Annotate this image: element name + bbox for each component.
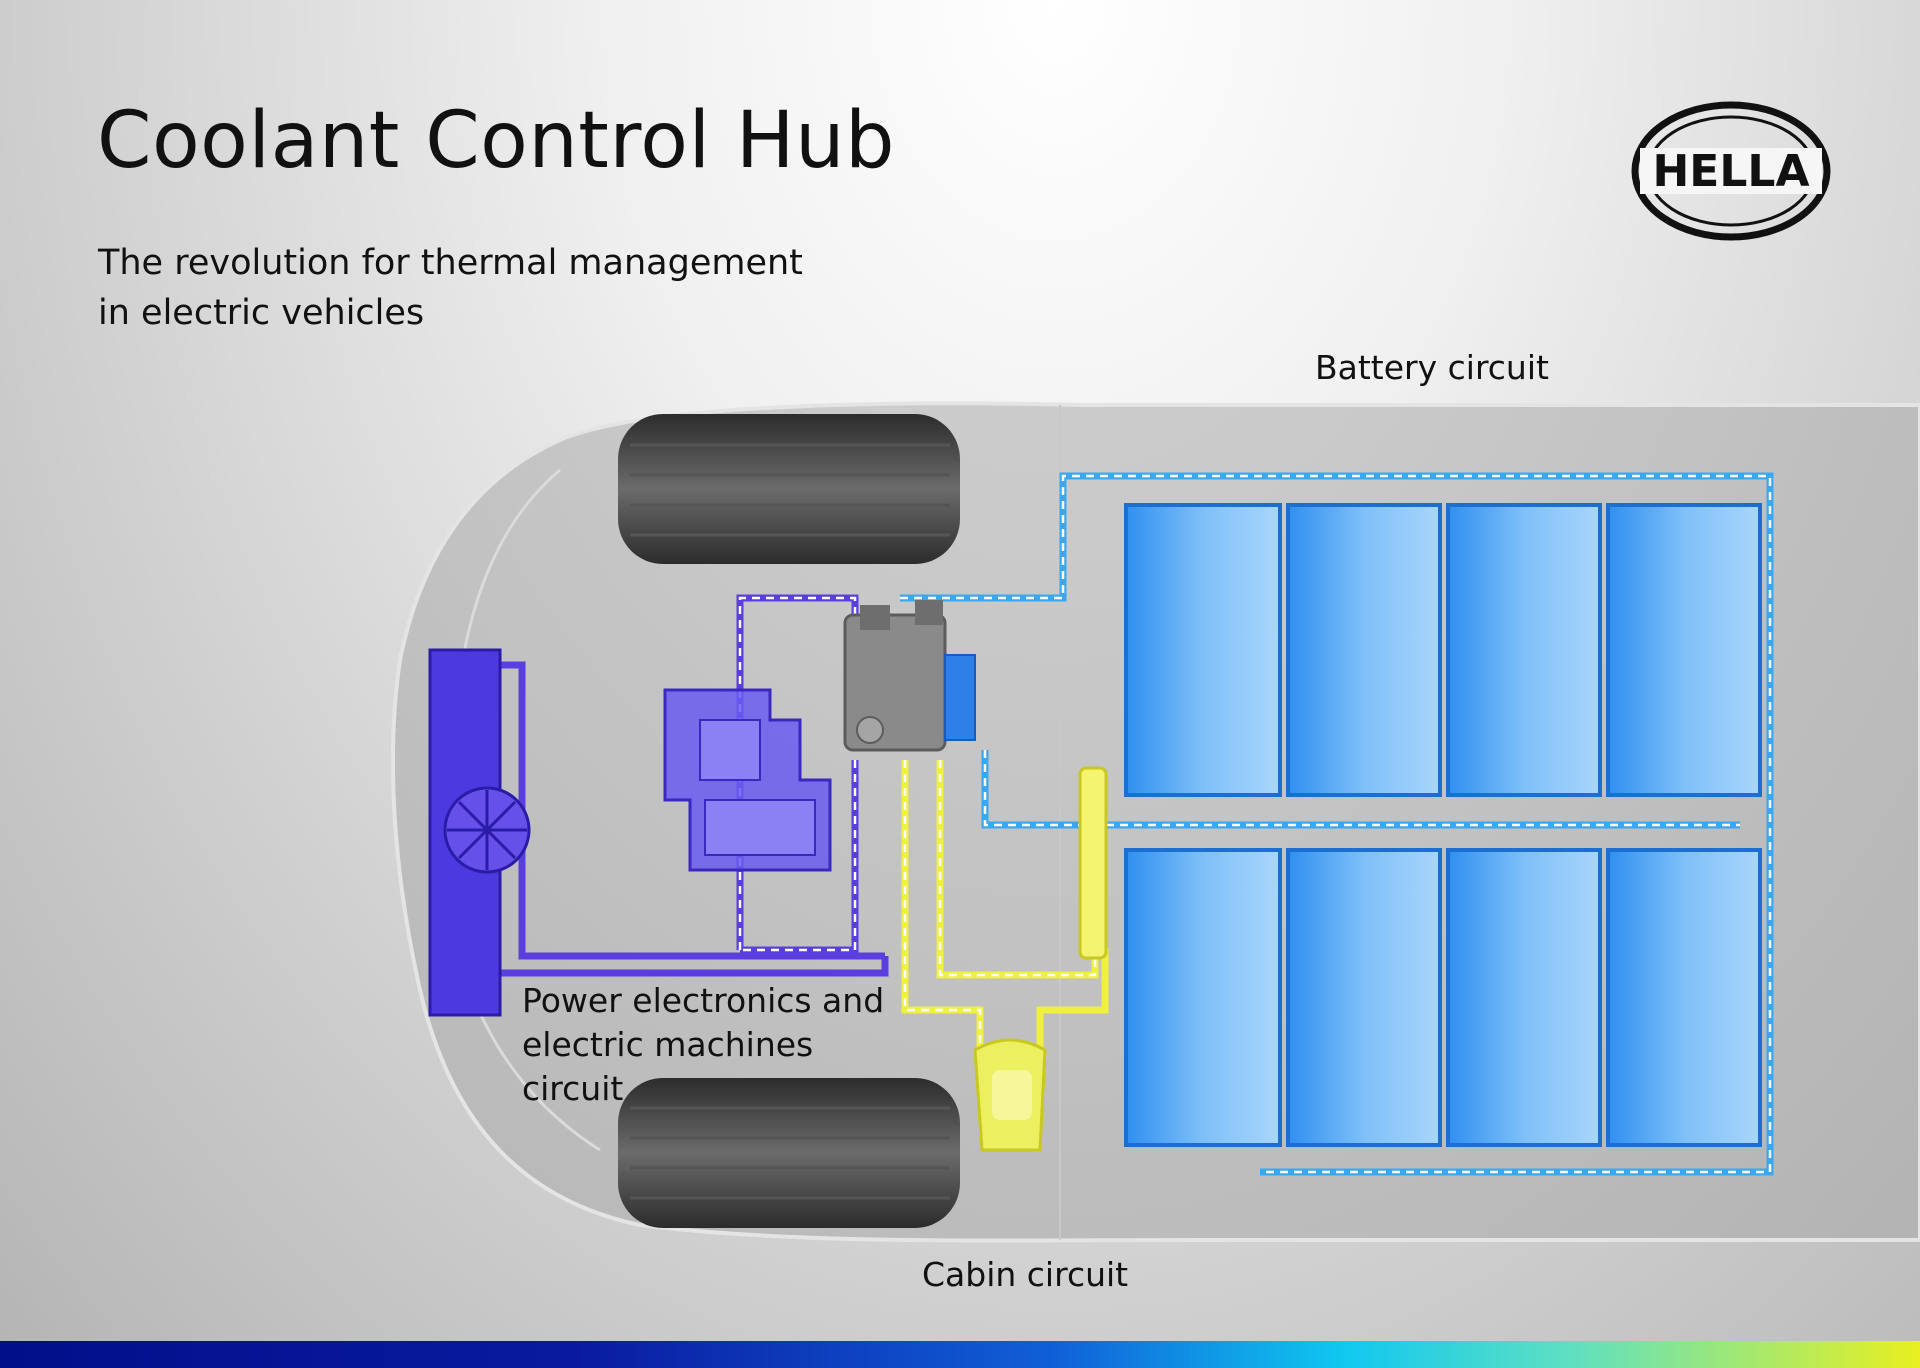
radiator xyxy=(428,648,531,1017)
power-label-line-1: Power electronics and xyxy=(522,981,885,1020)
page-title: Coolant Control Hub xyxy=(97,96,896,186)
subtitle-line-2: in electric vehicles xyxy=(98,293,425,333)
cabin-reservoir xyxy=(973,1038,1047,1152)
hella-logo: HELLA xyxy=(1631,101,1831,241)
power-circuit-label: Power electronics and electric machines … xyxy=(522,979,922,1111)
cabin-circuit-label: Cabin circuit xyxy=(922,1255,1129,1294)
logo-text: HELLA xyxy=(1652,146,1809,197)
brand-color-bar xyxy=(0,1341,1920,1368)
page-subtitle: The revolution for thermal management in… xyxy=(98,238,858,338)
cabin-heater xyxy=(1078,766,1108,960)
front-left-tire xyxy=(618,414,960,564)
electric-machine xyxy=(663,688,832,872)
front-right-tire xyxy=(618,1078,960,1228)
power-label-line-2: electric machines circuit xyxy=(522,1025,814,1108)
coolant-control-hub xyxy=(843,600,976,752)
battery-circuit-label: Battery circuit xyxy=(1315,348,1549,387)
battery-pack xyxy=(1124,503,1762,1147)
subtitle-line-1: The revolution for thermal management xyxy=(98,243,803,283)
